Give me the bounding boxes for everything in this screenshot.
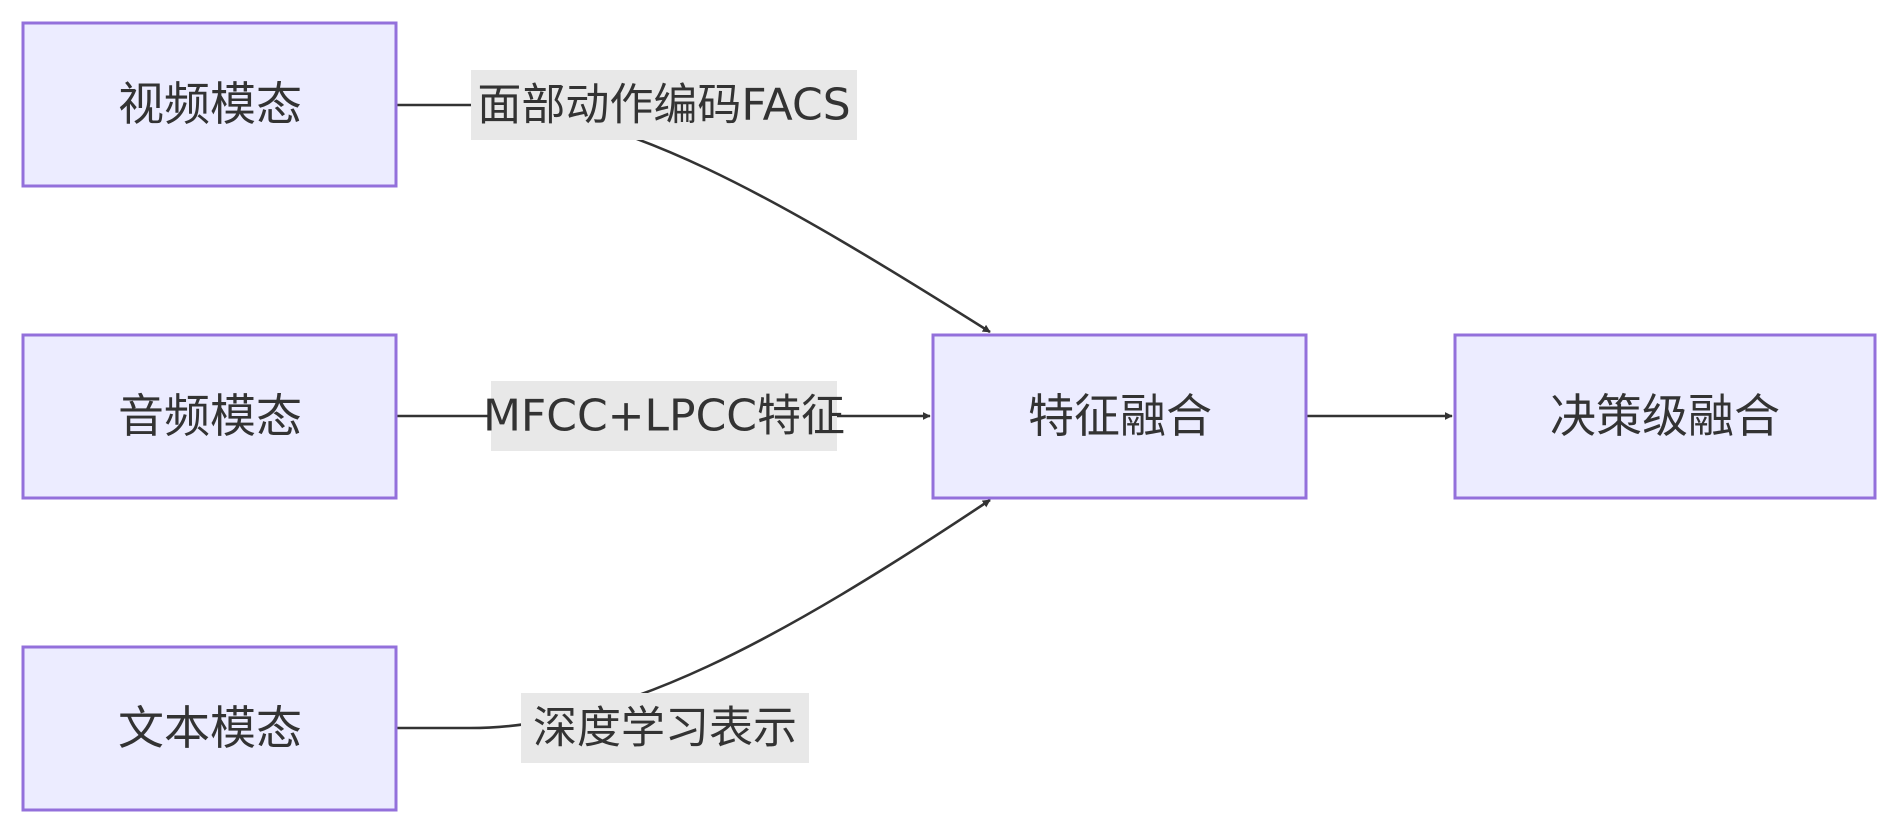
edge-label-audio-text: MFCC+LPCC特征 — [483, 391, 845, 442]
node-feature-fusion-box — [931, 333, 1308, 500]
node-audio-modality-label: 音频模态 — [118, 389, 302, 443]
edge-label-text-text: 深度学习表示 — [533, 703, 797, 754]
edge-text-to-fusion — [397, 498, 991, 730]
edge-label-text: 深度学习表示 — [521, 693, 809, 763]
edge-label-audio: MFCC+LPCC特征 — [483, 381, 845, 451]
node-text-modality-label: 文本模态 — [118, 701, 302, 755]
node-decision-fusion-box — [1453, 333, 1877, 500]
edge-text-to-fusion-line — [397, 498, 991, 730]
node-video-modality-label: 视频模态 — [118, 77, 302, 131]
edge-label-audio-bg — [491, 381, 837, 451]
node-text-modality-box — [21, 645, 398, 812]
node-feature-fusion-label: 特征融合 — [1028, 389, 1212, 443]
node-feature-fusion: 特征融合 — [931, 333, 1308, 500]
node-video-modality: 视频模态 — [21, 21, 398, 188]
edge-label-video: 面部动作编码FACS — [471, 70, 857, 140]
edge-label-video-text: 面部动作编码FACS — [477, 80, 850, 131]
node-text-modality: 文本模态 — [21, 645, 398, 812]
edge-label-text-bg — [521, 693, 809, 763]
node-audio-modality: 音频模态 — [21, 333, 398, 500]
node-decision-fusion-label: 决策级融合 — [1550, 389, 1780, 443]
edge-label-video-bg — [471, 70, 857, 140]
node-decision-fusion: 决策级融合 — [1453, 333, 1877, 500]
node-audio-modality-box — [21, 333, 398, 500]
node-video-modality-box — [21, 21, 398, 188]
